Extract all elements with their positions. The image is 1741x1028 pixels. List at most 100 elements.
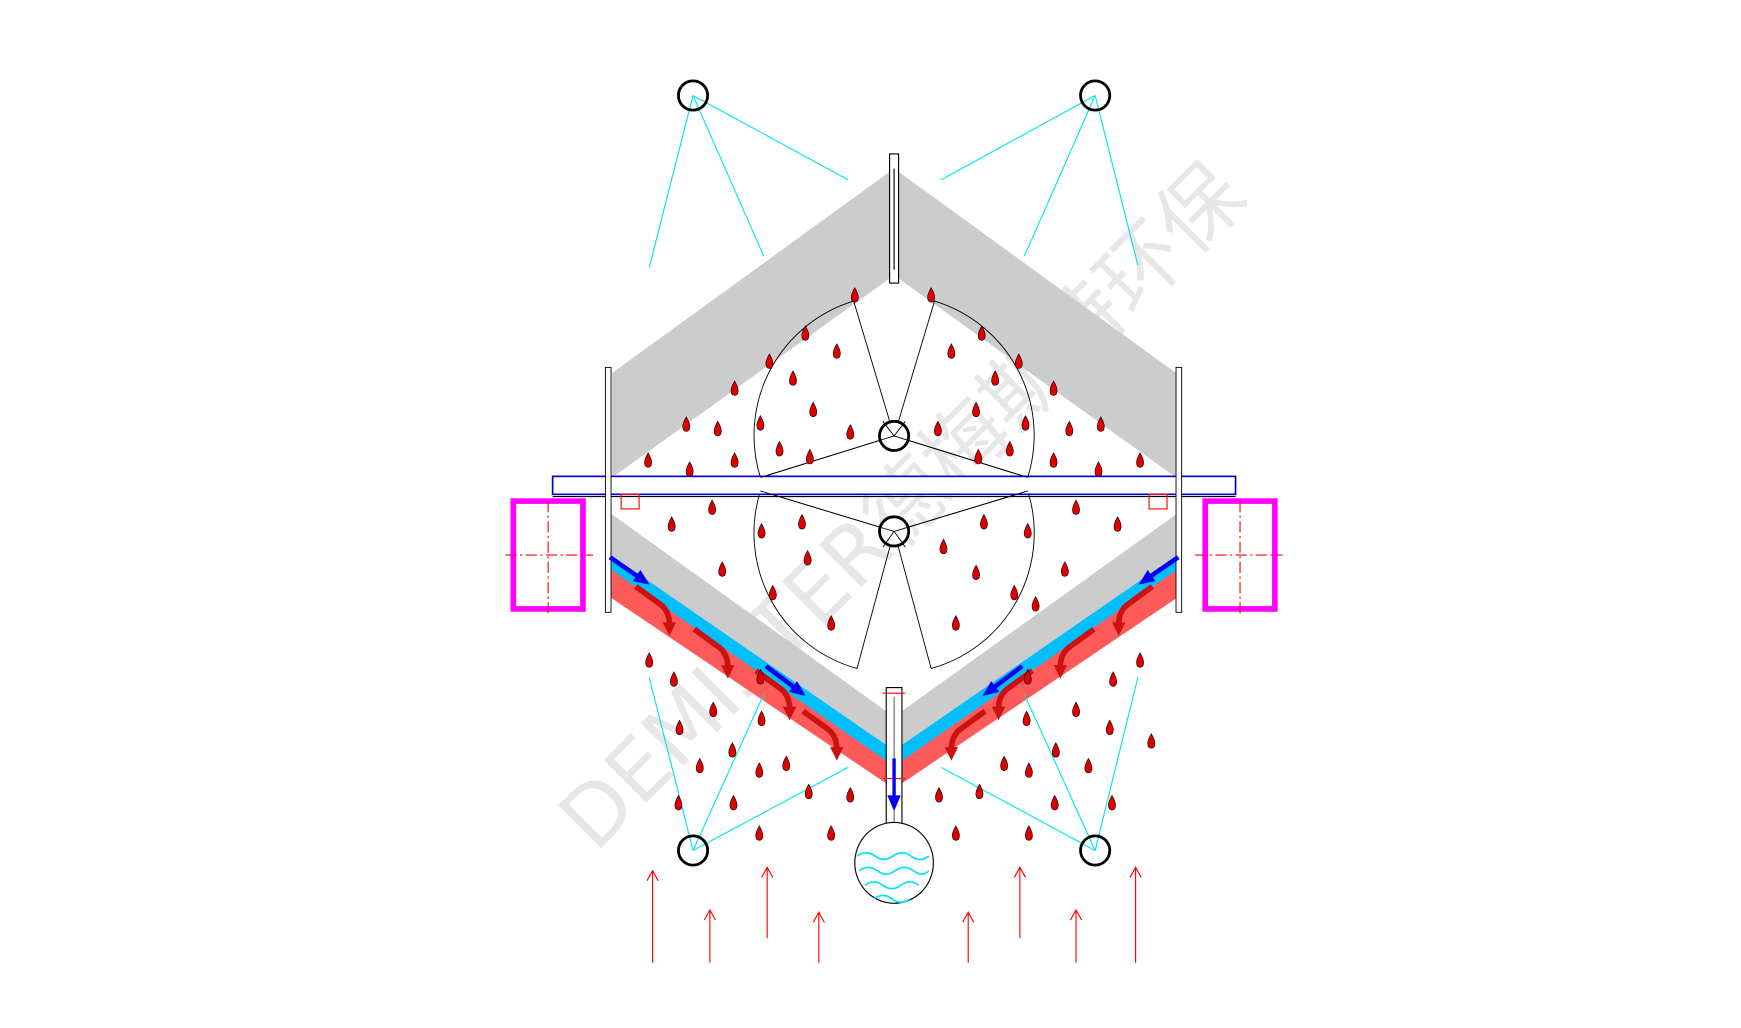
- drip-flow-arrow-icon: [1057, 626, 1096, 668]
- water-droplet-icon: [952, 615, 960, 631]
- water-droplet-icon: [1136, 652, 1144, 668]
- drip-flow-arrow-icon: [1115, 584, 1155, 625]
- spray-lines: [648, 95, 1139, 851]
- water-droplet-icon: [809, 401, 818, 418]
- right-bracket: [1148, 493, 1168, 510]
- water-droplet-icon: [977, 325, 986, 341]
- water-droplet-icon: [1109, 671, 1117, 687]
- drip-flow-arrowhead: [944, 747, 959, 761]
- drip-flow-arrowhead: [721, 665, 735, 679]
- water-droplet-icon: [1108, 794, 1116, 811]
- water-droplet-icon: [789, 370, 797, 386]
- drip-flow-arrowhead: [991, 706, 1006, 721]
- water-droplet-icon: [850, 287, 859, 303]
- water-film-arrowhead: [982, 681, 1000, 696]
- water-droplet-icon: [709, 701, 718, 717]
- left-bracket: [620, 493, 640, 510]
- right-post: [1175, 366, 1183, 613]
- drip-flow-arrow-icon: [995, 668, 1034, 710]
- water-film-arrowhead: [1138, 570, 1156, 585]
- water-droplet-icon: [713, 420, 722, 437]
- water-film-arrowhead: [632, 570, 650, 585]
- water-droplet-icon: [1096, 416, 1105, 432]
- spray-nozzle-icon: [1079, 834, 1112, 867]
- water-droplet-icon: [947, 343, 956, 359]
- gas-flow-arrow-icon: [1069, 908, 1083, 963]
- water-droplet-icon: [1060, 561, 1069, 577]
- hub-spokes: [760, 421, 1028, 478]
- water-droplet-icon: [682, 416, 691, 432]
- water-droplets: [644, 287, 1156, 841]
- left-frame: [505, 498, 594, 616]
- water-droplet-icon: [1010, 584, 1019, 601]
- water-droplet-icon: [730, 452, 739, 468]
- water-droplet-icon: [846, 424, 855, 440]
- water-droplet-icon: [782, 755, 791, 771]
- water-droplet-icon: [757, 522, 766, 539]
- water-droplet-icon: [755, 762, 764, 778]
- gas-flow-arrows: [646, 866, 1142, 963]
- film-flow-arrows: [608, 555, 1180, 761]
- water-droplet-icon: [670, 671, 678, 687]
- water-droplet-icon: [718, 561, 727, 577]
- water-droplet-icon: [1022, 710, 1031, 726]
- gas-flow-arrow-icon: [812, 911, 825, 963]
- water-droplet-icon: [975, 783, 984, 800]
- spray-line: [1094, 677, 1139, 851]
- drip-flow-arrow-icon: [692, 626, 731, 668]
- water-droplet-icon: [674, 794, 683, 811]
- water-droplet-icon: [675, 719, 684, 735]
- spray-line: [1023, 694, 1096, 851]
- water-droplet-icon: [974, 448, 983, 465]
- water-droplet-icon: [728, 742, 737, 758]
- hub-spokes: [760, 490, 1028, 548]
- water-droplet-icon: [1051, 742, 1060, 758]
- spray-line: [692, 95, 849, 181]
- water-droplet-icon: [1014, 353, 1023, 369]
- drip-flow-arrowhead: [1111, 622, 1126, 636]
- water-droplet-icon: [757, 710, 766, 726]
- water-droplet-icon: [729, 794, 738, 811]
- drip-flow-arrow-icon: [754, 668, 793, 710]
- water-droplet-icon: [1113, 516, 1122, 532]
- water-droplet-icon: [798, 513, 806, 530]
- gas-flow-arrow-icon: [1013, 866, 1026, 939]
- water-droplet-icon: [972, 564, 980, 580]
- spray-line: [1023, 95, 1096, 257]
- spray-line: [648, 677, 694, 851]
- drip-flow-arrow-icon: [634, 584, 673, 625]
- water-droplet-icon: [804, 783, 813, 800]
- spray-line: [692, 766, 849, 851]
- water-droplet-icon: [1023, 522, 1032, 539]
- water-droplet-icon: [1072, 499, 1080, 515]
- water-droplet-icon: [1094, 461, 1103, 477]
- gas-flow-arrow-icon: [962, 911, 975, 963]
- spray-line: [940, 95, 1096, 181]
- water-droplet-icon: [644, 452, 652, 468]
- fan-sector-lower-left: [753, 490, 895, 670]
- water-droplet-icon: [1050, 794, 1059, 811]
- fan-sector-upper-left: [753, 300, 895, 479]
- spray-line: [940, 766, 1096, 851]
- gas-flow-arrow-icon: [761, 866, 774, 939]
- water-droplet-icon: [765, 353, 774, 369]
- lower-v-blade: [607, 511, 1181, 751]
- water-droplet-icon: [1021, 415, 1030, 431]
- left-post: [604, 366, 612, 613]
- water-droplet-icon: [846, 787, 855, 803]
- drip-flow-arrowhead: [830, 747, 844, 761]
- water-droplet-icon: [1025, 762, 1033, 778]
- right-frame: [1195, 498, 1283, 616]
- water-droplet-icon: [1072, 701, 1080, 717]
- drain-tank-icon: [854, 821, 934, 904]
- water-droplet-icon: [972, 401, 980, 418]
- drip-flow-arrow-icon: [801, 708, 840, 750]
- water-droplet-icon: [730, 380, 739, 396]
- water-droplet-icon: [803, 549, 812, 566]
- water-droplet-icon: [1031, 596, 1040, 612]
- water-droplet-icon: [991, 370, 1000, 386]
- water-droplet-icon: [695, 757, 704, 774]
- spray-line: [648, 95, 694, 268]
- rotating-fan-sectors: [753, 300, 1035, 670]
